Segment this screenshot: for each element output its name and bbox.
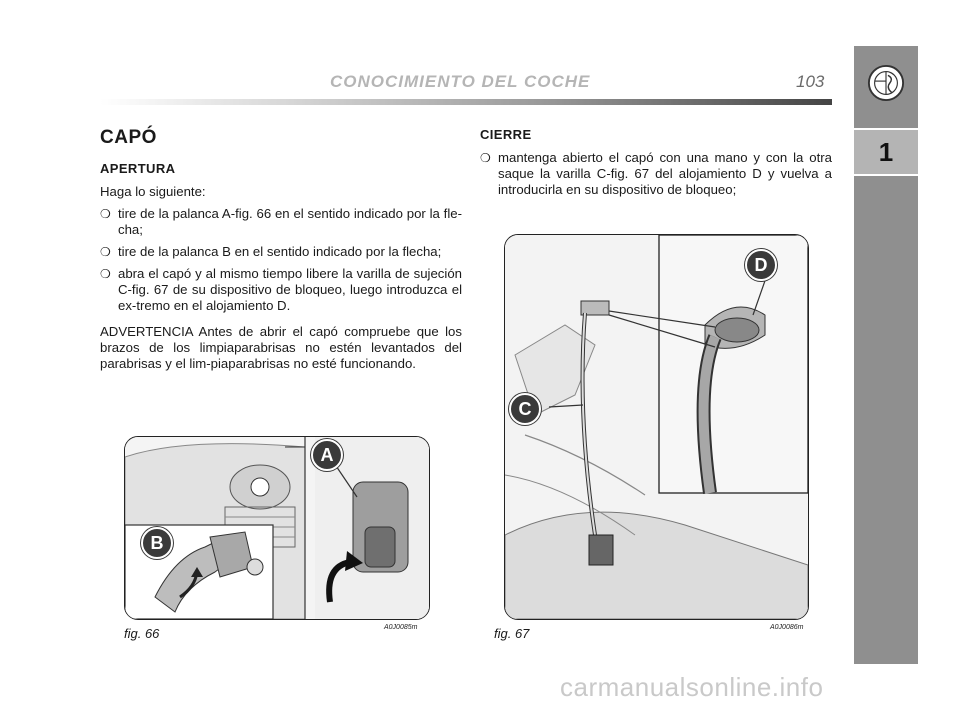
watermark-text: carmanualsonline.info <box>560 672 824 702</box>
logo-cell <box>854 46 918 126</box>
page-header-title: CONOCIMIENTO DEL COCHE <box>330 72 591 91</box>
opening-subtitle: APERTURA <box>100 161 176 176</box>
left-column: CAPÓ APERTURA Haga lo siguiente: ❍ tire d… <box>100 127 462 372</box>
figure-66-illustration: A B <box>124 436 430 620</box>
list-item-text: tire de la palanca B en el sentido indic… <box>118 244 442 259</box>
figure-67-illustration: C D <box>504 234 809 620</box>
list-item-text: abra el capó y al mismo tiempo libere la… <box>118 266 462 313</box>
label-a-badge: A <box>311 439 343 471</box>
hood-release-lever-drawing <box>125 437 429 619</box>
hood-prop-rod-drawing <box>505 235 808 619</box>
list-item: ❍ tire de la palanca A-fig. 66 en el sent… <box>100 206 462 238</box>
label-c-badge: C <box>509 393 541 425</box>
closing-subtitle: CIERRE <box>480 127 532 142</box>
bullet-icon: ❍ <box>480 151 491 165</box>
figure-67-code: A0J0086m <box>770 624 804 631</box>
closing-steps-list: ❍ mantenga abierto el capó con una mano y… <box>480 150 832 198</box>
list-item-text: mantenga abierto el capó con una mano y … <box>498 150 832 197</box>
bullet-icon: ❍ <box>100 245 111 259</box>
label-d-badge: D <box>745 249 777 281</box>
chapter-number: 1 <box>878 137 894 167</box>
opening-steps-list: ❍ tire de la palanca A-fig. 66 en el sent… <box>100 206 462 314</box>
header-rule <box>100 99 832 105</box>
figure-66-code: A0J0085m <box>384 624 418 631</box>
intro-text: Haga lo siguiente: <box>100 184 206 199</box>
figure-66-caption: fig. 66 <box>124 626 160 641</box>
right-column: CIERRE ❍ mantenga abierto el capó con una… <box>480 127 832 208</box>
list-item: ❍ abra el capó y al mismo tiempo libere l… <box>100 266 462 314</box>
alfa-romeo-logo-icon <box>867 64 905 102</box>
label-b-badge: B <box>141 527 173 559</box>
warning-text: ADVERTENCIA Antes de abrir el capó compr… <box>100 324 462 371</box>
chapter-side-tab: 1 <box>854 46 918 664</box>
page-number: 103 <box>796 72 825 91</box>
bullet-icon: ❍ <box>100 207 111 221</box>
figure-67-caption: fig. 67 <box>494 626 530 641</box>
list-item: ❍ tire de la palanca B en el sentido indi… <box>100 244 462 260</box>
chapter-cell: 1 <box>854 128 918 176</box>
list-item-text: tire de la palanca A-fig. 66 en el senti… <box>118 206 462 237</box>
bullet-icon: ❍ <box>100 267 111 281</box>
section-title: CAPÓ <box>100 127 157 148</box>
list-item: ❍ mantenga abierto el capó con una mano y… <box>480 150 832 198</box>
